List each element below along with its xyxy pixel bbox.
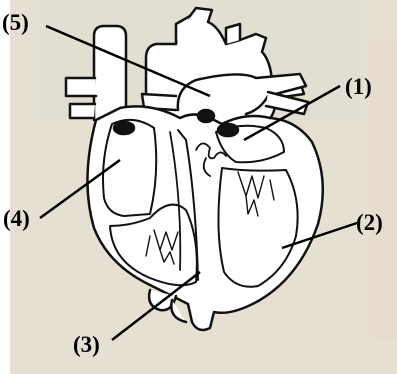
- label-1: (1): [345, 74, 372, 99]
- label-3: (3): [73, 332, 100, 357]
- left-vessel-stub-upper: [66, 78, 96, 96]
- label-5: (5): [2, 10, 29, 35]
- left-atrium-opening: [218, 124, 238, 136]
- label-2: (2): [356, 210, 383, 235]
- aortic-opening: [198, 110, 214, 122]
- superior-vena-cava: [94, 26, 126, 120]
- label-4: (4): [3, 206, 30, 231]
- right-atrium-opening: [114, 122, 134, 134]
- left-vessel-stub-lower: [70, 104, 95, 118]
